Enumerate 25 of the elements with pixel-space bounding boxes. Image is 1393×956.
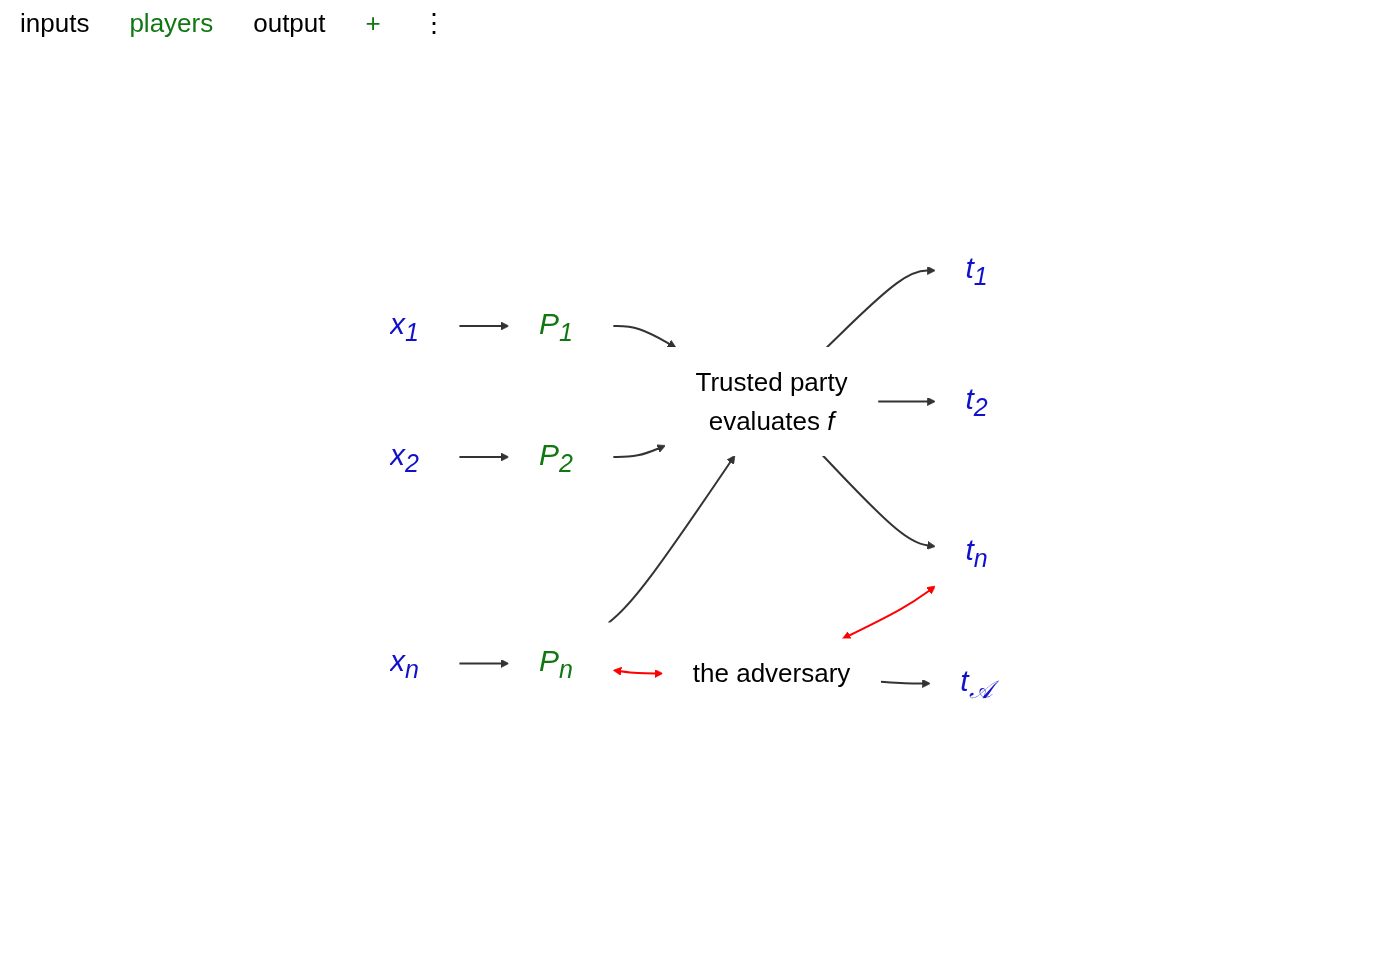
arrow [458, 321, 510, 331]
node-text: t$_{2}$ [965, 382, 988, 421]
node-text: P$_{2}$ [539, 437, 573, 477]
arrow [879, 679, 931, 688]
node-text: t$_{n}$ [965, 533, 988, 572]
arrow [458, 659, 510, 668]
node-text: P$_{1}$ [539, 306, 573, 346]
node-text: t$_{1}$ [965, 251, 988, 290]
arrow [876, 397, 936, 406]
annotation-text: players [129, 8, 214, 39]
node-text: P$_{n}$ [539, 644, 573, 683]
annotation-text: + [365, 8, 381, 39]
arrow [611, 444, 667, 458]
arrow [612, 666, 664, 678]
annotation-text: inputs [20, 8, 90, 39]
arrow [607, 455, 736, 624]
annotation-text: output [253, 8, 326, 39]
annotation-text: ⋮ [420, 8, 447, 39]
arrow [611, 325, 677, 348]
node-text: the adversary [692, 658, 851, 688]
node-text: Trusted party evaluates f [695, 366, 848, 436]
arrow [842, 585, 936, 640]
arrow [458, 452, 510, 462]
arrow [825, 266, 936, 349]
arrow [821, 454, 936, 550]
